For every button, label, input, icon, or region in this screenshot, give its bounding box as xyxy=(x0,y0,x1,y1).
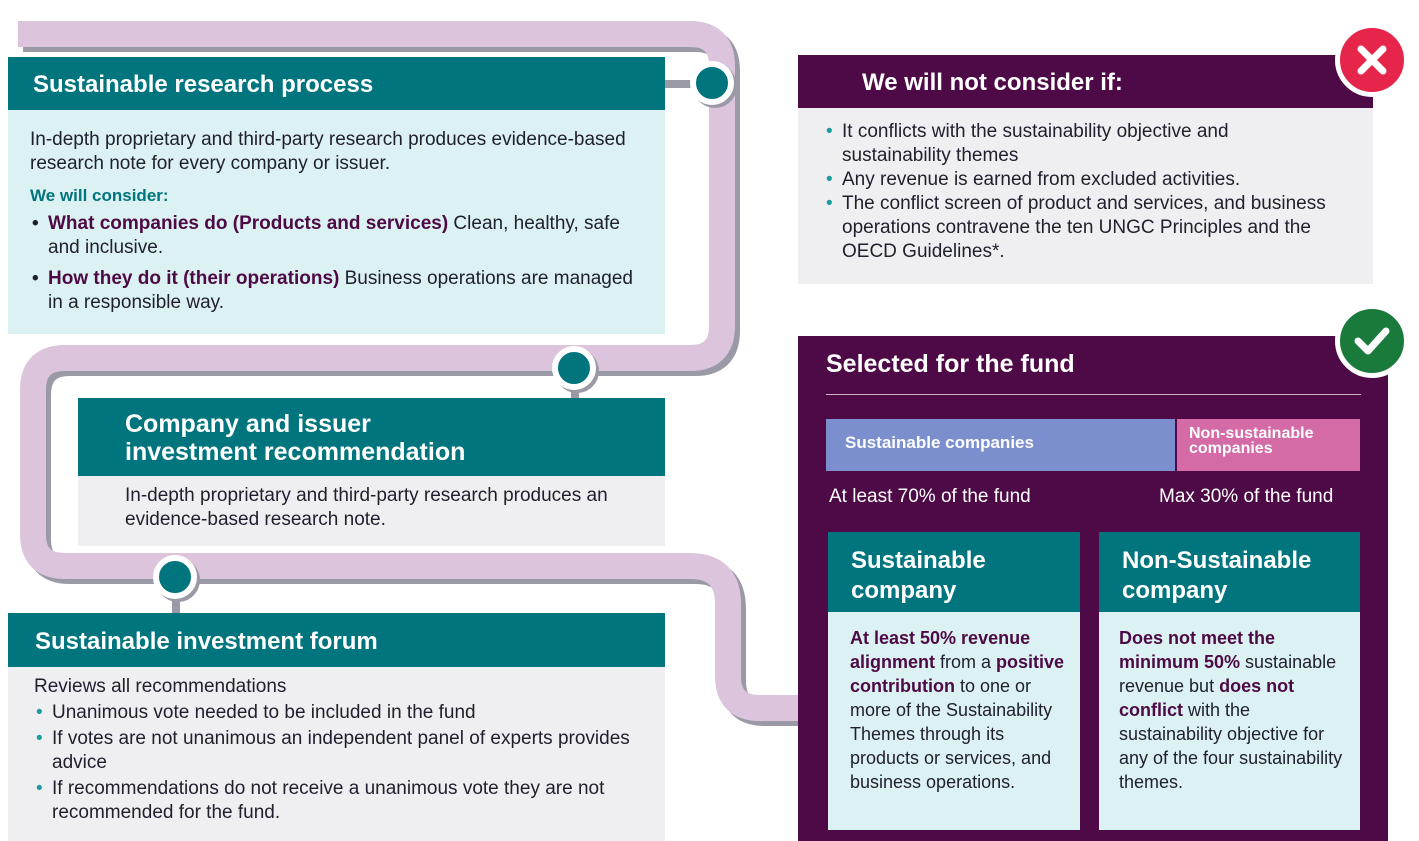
selected-divider xyxy=(826,394,1361,395)
non-sustainable-share-label: Non-sustainable companies xyxy=(1189,425,1314,457)
sustainable-card-header: Sustainable company xyxy=(828,532,1080,612)
list-item: If votes are not unanimous an independen… xyxy=(34,727,645,775)
list-item: It conflicts with the sustainability obj… xyxy=(824,120,1333,168)
forum-title: Sustainable investment forum xyxy=(35,628,378,655)
step-marker-2 xyxy=(552,346,596,390)
forum-body: Reviews all recommendations Unanimous vo… xyxy=(8,667,665,841)
recommendation-title-line2: investment recommendation xyxy=(125,438,466,466)
research-consider-list: What companies do (Products and services… xyxy=(30,212,645,315)
exclusions-list: It conflicts with the sustainability obj… xyxy=(824,120,1333,264)
sustainable-share-label: Sustainable companies xyxy=(845,433,1034,452)
research-consider-heading: We will consider: xyxy=(30,186,169,205)
selected-title: Selected for the fund xyxy=(826,350,1075,378)
list-item: The conflict screen of product and servi… xyxy=(824,192,1333,264)
exclusions-body: It conflicts with the sustainability obj… xyxy=(798,108,1373,284)
step-marker-3 xyxy=(153,555,197,599)
non-sustainable-share-caption: Max 30% of the fund xyxy=(1159,486,1334,507)
list-item: How they do it (their operations) Busine… xyxy=(30,267,645,315)
sustainable-card-title-line1: Sustainable xyxy=(851,547,986,574)
split-divider xyxy=(1175,419,1177,471)
research-header: Sustainable research process xyxy=(8,57,665,110)
recommendation-text: In-depth proprietary and third-party res… xyxy=(125,485,608,530)
sustainable-card-body: At least 50% revenue alignment from a po… xyxy=(828,612,1080,830)
research-intro: In-depth proprietary and third-party res… xyxy=(30,129,626,174)
non-sustainable-card-header: Non-Sustainable company xyxy=(1099,532,1360,612)
exclusions-title: We will not consider if: xyxy=(862,69,1123,96)
cross-icon xyxy=(1335,23,1409,97)
forum-list: Unanimous vote needed to be included in … xyxy=(34,701,645,825)
non-sustainable-card-body: Does not meet the minimum 50% sustainabl… xyxy=(1099,612,1360,830)
sustainable-share-bar: Sustainable companies xyxy=(826,419,1175,471)
sustainable-card-title-line2: company xyxy=(851,577,957,604)
research-title: Sustainable research process xyxy=(33,71,374,98)
sustainable-share-caption: At least 70% of the fund xyxy=(829,486,1031,507)
recommendation-body: In-depth proprietary and third-party res… xyxy=(78,476,665,546)
list-item: If recommendations do not receive a unan… xyxy=(34,777,645,825)
step-marker-1 xyxy=(690,61,734,105)
fund-split-bar: Sustainable companies Non-sustainable co… xyxy=(826,419,1360,471)
forum-header: Sustainable investment forum xyxy=(8,613,665,667)
research-body: In-depth proprietary and third-party res… xyxy=(8,110,665,334)
exclusions-header: We will not consider if: xyxy=(798,55,1373,108)
check-icon xyxy=(1335,304,1409,378)
non-sustainable-card-title-line1: Non-Sustainable xyxy=(1122,547,1312,574)
non-sustainable-share-bar: Non-sustainable companies xyxy=(1177,419,1360,471)
list-item: Unanimous vote needed to be included in … xyxy=(34,701,645,725)
recommendation-header: Company and issuer investment recommenda… xyxy=(78,398,665,476)
recommendation-title-line1: Company and issuer xyxy=(125,410,371,438)
list-item: What companies do (Products and services… xyxy=(30,212,645,260)
non-sustainable-card-title-line2: company xyxy=(1122,577,1228,604)
list-item: Any revenue is earned from excluded acti… xyxy=(824,168,1333,192)
forum-intro: Reviews all recommendations xyxy=(34,676,287,697)
